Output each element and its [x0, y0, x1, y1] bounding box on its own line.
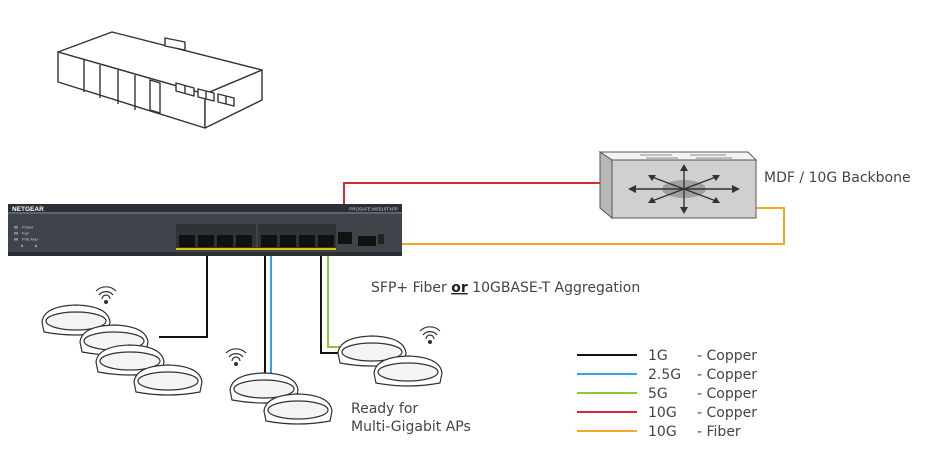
building-icon — [57, 31, 263, 129]
mdf-label: MDF / 10G Backbone — [764, 170, 911, 186]
access-point — [41, 304, 111, 336]
netgear-switch: NETGEAR PROSAFE MS510TXPP Power Fan PoE … — [8, 204, 402, 256]
legend-medium: - Fiber — [697, 424, 741, 440]
access-point — [95, 344, 165, 376]
legend-speed: 2.5G — [648, 367, 681, 383]
core-switch-icon — [598, 151, 758, 220]
legend-speed: 5G — [648, 386, 668, 402]
switch-leds: Power Fan PoE Max — [14, 225, 38, 248]
led-fan: Fan — [22, 231, 29, 236]
wifi-icon — [225, 348, 247, 367]
aggregation-post: 10GBASE-T Aggregation — [468, 280, 641, 296]
ready-line-2: Multi-Gigabit APs — [351, 419, 471, 435]
legend-medium: - Copper — [697, 367, 757, 383]
legend-medium: - Copper — [697, 405, 757, 421]
access-point — [373, 355, 443, 387]
legend-speed: 1G — [648, 348, 668, 364]
legend-medium: - Copper — [697, 386, 757, 402]
port-10g-copper — [338, 232, 352, 244]
led-power: Power — [22, 225, 34, 230]
cable-10g-fiber — [380, 207, 785, 245]
port-group-2 — [258, 224, 336, 250]
port-sfp — [358, 236, 376, 246]
access-points — [41, 286, 443, 425]
cable-5g — [327, 252, 347, 348]
aggregation-pre: SFP+ Fiber — [371, 280, 451, 296]
legend-speed: 10G — [648, 405, 677, 421]
ready-line-1: Ready for — [351, 401, 418, 417]
aggregation-or: or — [451, 280, 468, 296]
legend: 1G - Copper 2.5G - Copper 5G - Copper 10… — [577, 348, 757, 440]
switch-model: PROSAFE MS510TXPP — [349, 207, 398, 212]
wifi-icon — [419, 326, 441, 345]
wifi-icon — [95, 286, 117, 305]
access-point — [263, 393, 333, 425]
led-poe-max: PoE Max — [22, 237, 38, 242]
port-group-1 — [176, 224, 256, 250]
access-point — [133, 364, 203, 396]
aggregation-label: SFP+ Fiber or 10GBASE-T Aggregation — [371, 280, 640, 296]
legend-speed: 10G — [648, 424, 677, 440]
cable-1g-ap4 — [320, 252, 347, 354]
legend-medium: - Copper — [697, 348, 757, 364]
switch-brand: NETGEAR — [12, 206, 44, 213]
cable-1g — [159, 252, 208, 338]
